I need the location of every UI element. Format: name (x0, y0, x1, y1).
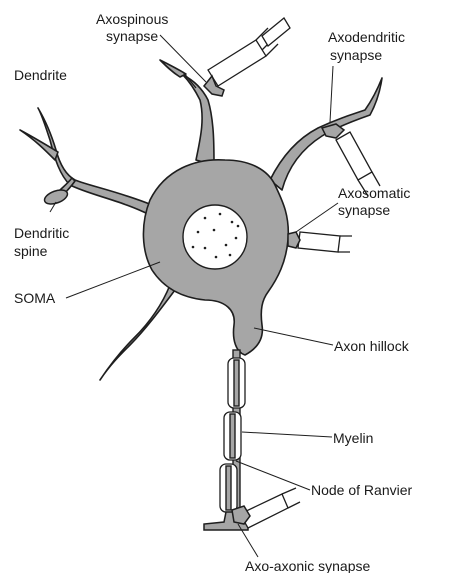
presynaptic-axo-axonic (232, 488, 300, 528)
label-axospinous-2: synapse (106, 28, 158, 44)
leader-soma (66, 262, 160, 298)
label-axospinous-1: Axospinous (96, 11, 168, 27)
presynaptic-axospinous (183, 18, 290, 96)
label-dendritic-spine-2: spine (14, 243, 48, 259)
label-axosomatic-2: synapse (338, 202, 390, 218)
leader-axosomatic (296, 203, 338, 232)
leader-axodendritic (330, 66, 333, 122)
label-myelin: Myelin (333, 430, 373, 446)
leader-axon-hillock (254, 328, 333, 345)
nucleus (183, 205, 247, 269)
label-axosomatic-1: Axosomatic (338, 185, 410, 201)
label-dendritic-spine-1: Dendritic (14, 225, 69, 241)
label-axodendritic-2: synapse (330, 47, 382, 63)
leader-myelin (242, 432, 332, 437)
leader-node-ranvier (236, 461, 310, 490)
label-soma: SOMA (14, 290, 56, 306)
label-axon-hillock: Axon hillock (334, 338, 410, 354)
label-dendrite: Dendrite (14, 67, 67, 83)
label-node-of-ranvier: Node of Ranvier (311, 482, 413, 498)
presynaptic-axosomatic (288, 232, 352, 252)
dendritic-spine-head (43, 187, 70, 206)
dendrite-lower-left (100, 285, 175, 380)
label-axo-axonic: Axo-axonic synapse (245, 558, 371, 573)
dendrite-top-branch (160, 60, 186, 77)
label-axodendritic-1: Axodendritic (328, 29, 405, 45)
